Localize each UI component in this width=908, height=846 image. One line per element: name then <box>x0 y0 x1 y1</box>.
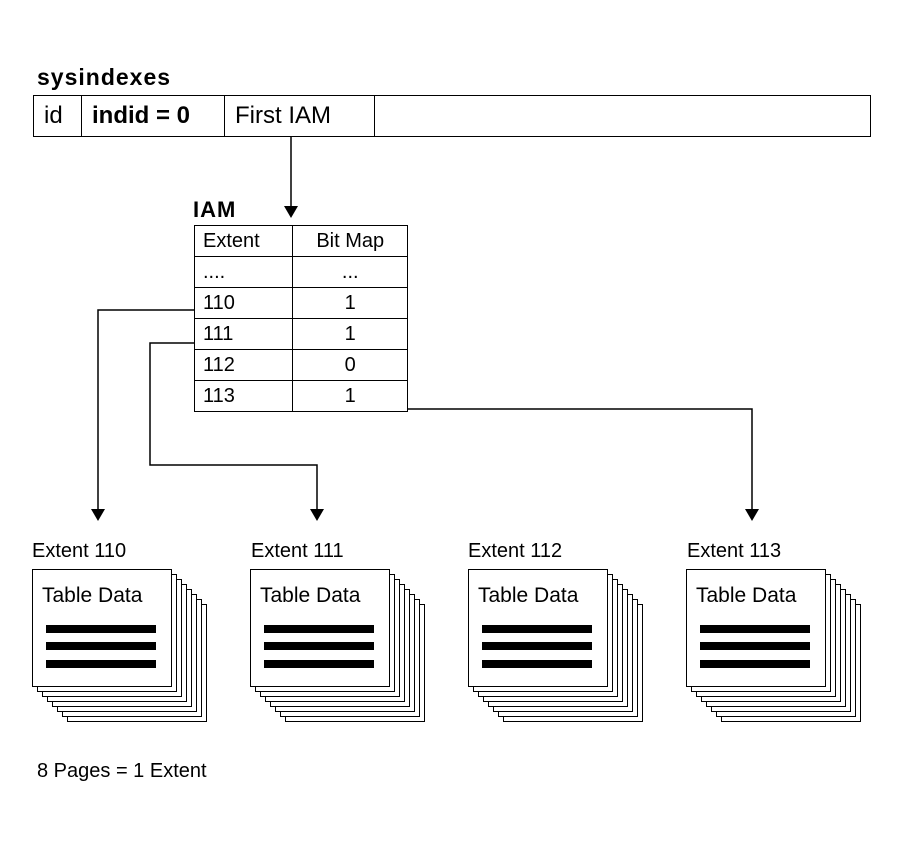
connector-111-to-extent-111 <box>149 342 318 510</box>
data-line-bar <box>700 642 810 650</box>
iam-row: 111 1 <box>193 318 408 350</box>
data-line-bar <box>46 625 156 633</box>
data-line-bar <box>264 625 374 633</box>
iam-row-bitmap: 1 <box>292 318 408 350</box>
arrowhead-extent-113 <box>745 509 759 521</box>
iam-row-bitmap: 0 <box>292 349 408 381</box>
extent-label: Extent 113 <box>687 540 782 562</box>
connector-110-to-extent-110 <box>97 309 194 510</box>
iam-row: 110 1 <box>193 287 408 319</box>
iam-header-extent: Extent <box>193 225 294 257</box>
iam-title: IAM <box>193 197 237 222</box>
iam-row-extent: 113 <box>193 380 294 412</box>
sysindexes-cell-first-iam: First IAM <box>225 96 375 136</box>
page-title: Table Data <box>42 584 143 607</box>
data-line-bar <box>700 660 810 668</box>
page-title: Table Data <box>260 584 361 607</box>
legend-note: 8 Pages = 1 Extent <box>37 760 207 782</box>
iam-row: 112 0 <box>193 349 408 381</box>
data-page: Table Data <box>250 569 390 687</box>
extent-label: Extent 110 <box>32 540 127 562</box>
data-line-bar <box>700 625 810 633</box>
page-title: Table Data <box>696 584 797 607</box>
data-line-bar <box>264 660 374 668</box>
sysindexes-table: id indid = 0 First IAM <box>33 95 871 137</box>
iam-row-extent: 110 <box>193 287 294 319</box>
sysindexes-cell-empty <box>375 96 870 136</box>
iam-header-row: Extent Bit Map <box>193 225 408 257</box>
data-line-bar <box>46 660 156 668</box>
connector-113-to-extent-113 <box>408 408 753 510</box>
extent-label: Extent 111 <box>251 540 344 562</box>
iam-row-extent: 112 <box>193 349 294 381</box>
data-line-bar <box>482 642 592 650</box>
data-page: Table Data <box>32 569 172 687</box>
iam-row-extent: .... <box>193 256 294 288</box>
iam-header-bitmap: Bit Map <box>292 225 408 257</box>
arrowhead-extent-110 <box>91 509 105 521</box>
arrowhead-extent-111 <box>310 509 324 521</box>
iam-row: .... ... <box>193 256 408 288</box>
page-title: Table Data <box>478 584 579 607</box>
iam-row-extent: 111 <box>193 318 294 350</box>
data-page: Table Data <box>686 569 826 687</box>
data-line-bar <box>482 625 592 633</box>
iam-row-bitmap: 1 <box>292 287 408 319</box>
sysindexes-title: sysindexes <box>37 64 172 90</box>
data-line-bar <box>46 642 156 650</box>
sysindexes-cell-id: id <box>34 96 82 136</box>
extent-label: Extent 112 <box>468 540 563 562</box>
data-line-bar <box>482 660 592 668</box>
iam-row: 113 1 <box>193 380 408 412</box>
iam-table: Extent Bit Map .... ... 110 1 111 1 112 … <box>193 225 408 412</box>
data-line-bar <box>264 642 374 650</box>
arrowhead-iam <box>284 206 298 218</box>
iam-row-bitmap: 1 <box>292 380 408 412</box>
data-page: Table Data <box>468 569 608 687</box>
sysindexes-cell-indid: indid = 0 <box>82 96 225 136</box>
iam-row-bitmap: ... <box>292 256 408 288</box>
